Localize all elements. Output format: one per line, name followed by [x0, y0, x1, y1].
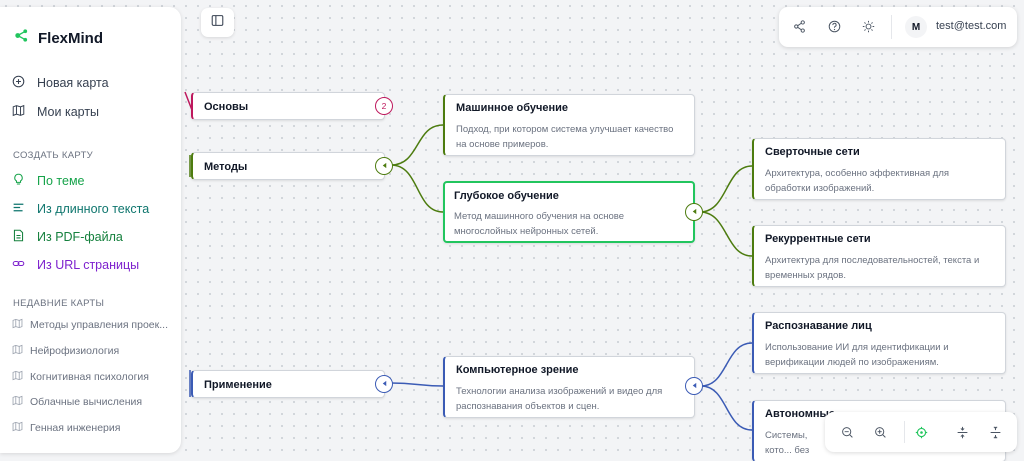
- create-from-text-label: Из длинного текста: [37, 202, 150, 216]
- sidebar-panel-icon: [211, 14, 224, 32]
- node-machine-learning[interactable]: Машинное обучение Подход, при котором си…: [443, 94, 695, 156]
- theme-sun-icon[interactable]: [860, 18, 877, 35]
- brand[interactable]: FlexMind: [14, 28, 103, 48]
- recent-map-item[interactable]: Генная инженерия: [12, 421, 172, 435]
- text-lines-icon: [12, 201, 25, 217]
- zoom-in-icon[interactable]: [872, 424, 888, 440]
- map-icon: [12, 421, 23, 435]
- edge-metody-ml: [390, 124, 444, 166]
- recent-map-item[interactable]: Нейрофизиология: [12, 344, 172, 358]
- map-icon: [12, 344, 23, 358]
- node-deep-learning[interactable]: Глубокое обучение Метод машинного обучен…: [443, 181, 695, 243]
- node-title: Методы: [204, 161, 248, 173]
- collapse-arrow-icon: [381, 161, 388, 171]
- sidebar-toggle-button[interactable]: [201, 8, 234, 37]
- fit-view-icon[interactable]: [913, 424, 929, 440]
- node-rnn[interactable]: Рекуррентные сети Архитектура для послед…: [752, 225, 1006, 287]
- node-title: Рекуррентные сети: [765, 233, 871, 245]
- new-map-link[interactable]: Новая карта: [12, 75, 109, 91]
- recent-map-label: Облачные вычисления: [30, 396, 143, 408]
- link-icon: [12, 257, 25, 273]
- logo-icon: [14, 28, 29, 48]
- collapse-toggle[interactable]: [375, 375, 393, 393]
- new-map-label: Новая карта: [37, 76, 109, 90]
- create-from-pdf-link[interactable]: Из PDF-файла: [12, 229, 123, 245]
- recent-section-title: НЕДАВНИЕ КАРТЫ: [13, 298, 105, 309]
- edge-dl-rnn: [699, 211, 753, 257]
- node-computer-vision[interactable]: Компьютерное зрение Технологии анализа и…: [443, 356, 695, 418]
- create-from-url-link[interactable]: Из URL страницы: [12, 257, 139, 273]
- my-maps-label: Мои карты: [37, 105, 100, 119]
- node-description: Использование ИИ для идентификации и вер…: [765, 342, 949, 368]
- node-title: Сверточные сети: [765, 146, 860, 158]
- avatar[interactable]: M: [905, 16, 927, 38]
- child-count-badge[interactable]: 2: [375, 97, 393, 115]
- app-name: FlexMind: [38, 29, 104, 47]
- recent-map-label: Когнитивная психология: [30, 371, 149, 383]
- collapse-toggle[interactable]: [375, 157, 393, 175]
- node-metody[interactable]: Методы: [191, 152, 385, 180]
- collapse-arrow-icon: [691, 207, 698, 217]
- node-description: Метод машинного обучения на основе много…: [454, 211, 624, 237]
- node-title: Распознавание лиц: [765, 320, 872, 332]
- sidebar: FlexMind Новая карта Мои карты СОЗДАТЬ К…: [0, 7, 181, 453]
- edge-cv-face: [700, 342, 753, 387]
- node-description: Архитектура для последовательностей, тек…: [765, 255, 980, 281]
- edge-dl-cnn: [699, 165, 753, 213]
- node-title: Автономные: [765, 408, 836, 420]
- node-title: Глубокое обучение: [454, 190, 559, 202]
- node-description: Технологии анализа изображений и видео д…: [456, 386, 663, 412]
- my-maps-link[interactable]: Мои карты: [12, 104, 99, 120]
- create-from-pdf-label: Из PDF-файла: [37, 230, 123, 244]
- plus-circle-icon: [12, 75, 25, 91]
- node-osnovy[interactable]: Основы: [191, 92, 385, 120]
- recent-map-item[interactable]: Облачные вычисления: [12, 395, 172, 409]
- collapse-toggle[interactable]: [685, 203, 703, 221]
- recent-map-label: Нейрофизиология: [30, 345, 120, 357]
- recent-map-item[interactable]: Когнитивная психология: [12, 370, 172, 384]
- node-cnn[interactable]: Сверточные сети Архитектура, особенно эф…: [752, 138, 1006, 200]
- node-description: Системы, кото... без постоянн...: [765, 430, 813, 461]
- recent-map-label: Генная инженерия: [30, 422, 121, 434]
- map-icon: [12, 395, 23, 409]
- edge-metody-dl: [390, 164, 444, 213]
- map-icon: [12, 318, 23, 332]
- expand-icon[interactable]: [954, 424, 970, 440]
- create-by-topic-link[interactable]: По теме: [12, 173, 85, 189]
- edge-primenenie-cv: [390, 382, 444, 387]
- node-title: Применение: [204, 379, 272, 391]
- map-icon: [12, 104, 25, 120]
- node-title: Компьютерное зрение: [456, 364, 579, 376]
- edge-cv-auto: [700, 385, 753, 431]
- create-from-text-link[interactable]: Из длинного текста: [12, 201, 149, 217]
- collapse-arrow-icon: [381, 379, 388, 389]
- collapse-toggle[interactable]: [685, 377, 703, 395]
- node-face-recognition[interactable]: Распознавание лиц Использование ИИ для и…: [752, 312, 1006, 374]
- share-icon[interactable]: [791, 18, 808, 35]
- collapse-arrow-icon: [691, 381, 698, 391]
- file-icon: [12, 229, 25, 245]
- top-toolbar: M test@test.com: [779, 7, 1017, 47]
- recent-map-label: Методы управления проек...: [30, 319, 168, 331]
- map-icon: [12, 370, 23, 384]
- zoom-controls: [825, 412, 1017, 452]
- user-email[interactable]: test@test.com: [936, 20, 1007, 32]
- create-section-title: СОЗДАТЬ КАРТУ: [13, 150, 94, 161]
- node-primenenie[interactable]: Применение: [191, 370, 385, 398]
- create-by-topic-label: По теме: [37, 174, 85, 188]
- help-icon[interactable]: [826, 18, 843, 35]
- node-title: Машинное обучение: [456, 102, 569, 114]
- zoom-divider: [904, 421, 905, 443]
- zoom-out-icon[interactable]: [839, 424, 855, 440]
- toolbar-divider: [891, 15, 892, 39]
- create-from-url-label: Из URL страницы: [37, 258, 140, 272]
- node-description: Архитектура, особенно эффективная для об…: [765, 168, 950, 194]
- node-description: Подход, при котором система улучшает кач…: [456, 124, 674, 150]
- collapse-icon[interactable]: [987, 424, 1003, 440]
- recent-map-item[interactable]: Методы управления проек...: [12, 318, 172, 332]
- node-title: Основы: [204, 101, 249, 113]
- lightbulb-icon: [12, 173, 25, 189]
